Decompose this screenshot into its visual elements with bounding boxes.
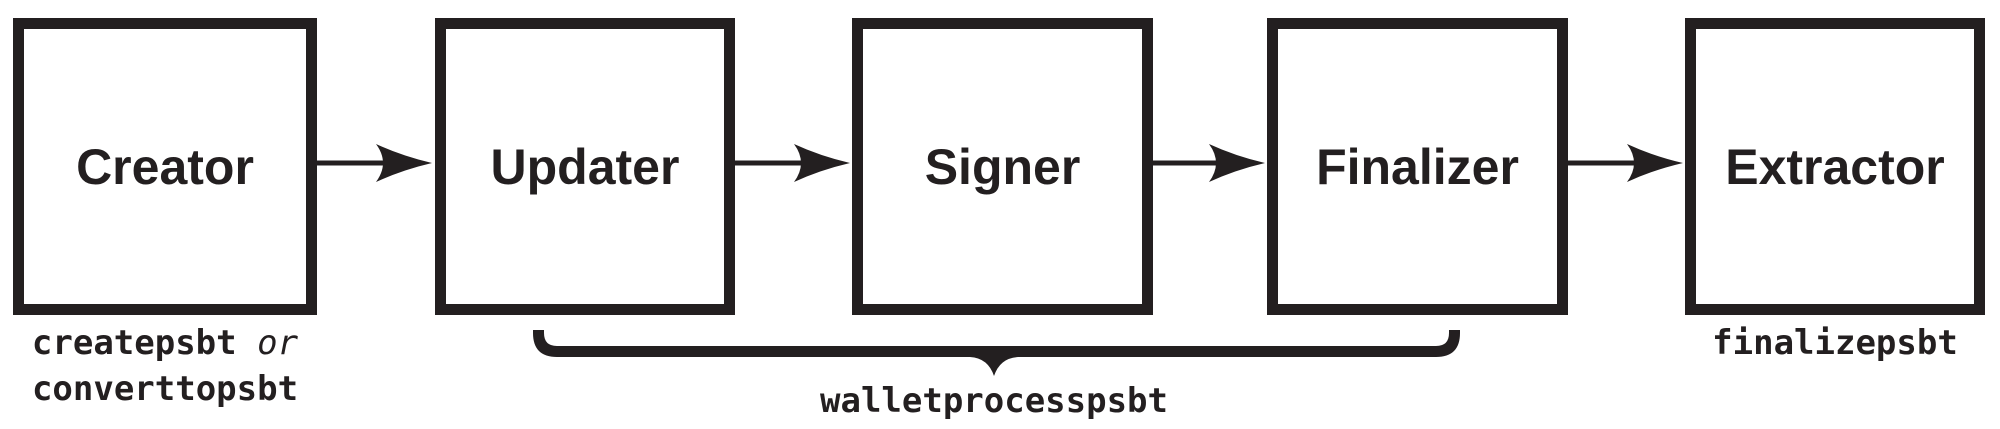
box-finalizer: Finalizer <box>1267 18 1568 315</box>
code-converttopsbt: converttopsbt <box>31 369 299 409</box>
box-extractor: Extractor <box>1685 18 1985 315</box>
box-finalizer-label: Finalizer <box>1316 138 1519 195</box>
brace-icon <box>533 330 1460 376</box>
box-creator-label: Creator <box>76 138 254 195</box>
box-updater-label: Updater <box>490 138 680 195</box>
code-walletprocesspsbt: walletprocesspsbt <box>820 381 1168 421</box>
creator-caption: createpsbt or converttopsbt <box>13 320 317 412</box>
flow-arrow-icon <box>735 144 850 182</box>
box-extractor-label: Extractor <box>1725 138 1945 195</box>
code-createpsbt: createpsbt <box>31 323 237 363</box>
code-finalizepsbt: finalizepsbt <box>1712 323 1958 363</box>
flow-arrow-icon <box>1153 144 1265 182</box>
creator-caption-line-1: createpsbt or <box>13 320 317 366</box>
box-signer-label: Signer <box>924 138 1081 195</box>
flow-arrow-icon <box>1568 144 1683 182</box>
box-creator: Creator <box>13 18 317 315</box>
extractor-caption: finalizepsbt <box>1685 320 1985 366</box>
brace-caption: walletprocesspsbt <box>694 378 1294 424</box>
box-updater: Updater <box>435 18 735 315</box>
creator-caption-line-2: converttopsbt <box>13 366 317 412</box>
flow-arrow-icon <box>317 144 432 182</box>
conjunction-or: or <box>257 323 299 363</box>
box-signer: Signer <box>852 18 1153 315</box>
